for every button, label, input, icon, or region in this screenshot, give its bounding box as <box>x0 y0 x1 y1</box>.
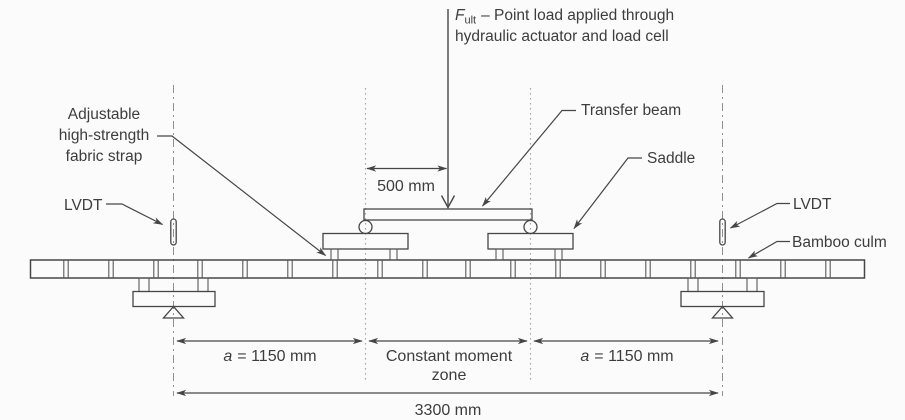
pin-triangle-right <box>711 305 734 319</box>
dim-a-right-text: a= 1150 mm <box>580 348 673 365</box>
leader-lvdt-right <box>729 202 790 229</box>
load-label-line2: hydraulic actuator and load cell <box>455 28 669 45</box>
saddle-left <box>322 232 409 261</box>
culm-nodes <box>63 260 831 278</box>
dim-moment-zone-text-line2: zone <box>432 367 467 384</box>
lvdt-rod-left <box>170 218 177 246</box>
strap-label-line3: fabric strap <box>66 148 143 165</box>
leader-bamboo-culm <box>747 240 790 259</box>
saddle-label: Saddle <box>647 150 695 167</box>
leader-lvdt-left <box>106 203 164 226</box>
roller-left <box>358 219 373 235</box>
roller-right <box>523 219 538 235</box>
pin-triangle-left <box>162 305 185 319</box>
bamboo-culm-label: Bamboo culm <box>792 234 887 251</box>
leader-fabric-strap <box>157 135 327 256</box>
support-left <box>132 277 216 319</box>
dim-500mm-text: 500 mm <box>377 178 435 195</box>
load-arrow <box>440 9 456 209</box>
lvdt-label-left: LVDT <box>64 197 103 214</box>
strap-label-line1: Adjustable <box>68 106 140 123</box>
transfer-beam-label: Transfer beam <box>581 102 681 119</box>
load-label-line1: Fult– Point load applied through <box>455 7 674 27</box>
dim-moment-zone-text-line1: Constant moment <box>386 348 513 365</box>
support-right <box>680 277 765 319</box>
leader-transfer-beam <box>481 109 576 207</box>
lvdt-rod-right <box>719 218 726 246</box>
dim-total-span-text: 3300 mm <box>415 402 482 419</box>
strap-label-line2: high-strength <box>59 127 149 144</box>
dim-a-left-text: a= 1150 mm <box>223 348 316 365</box>
bamboo-culm <box>29 259 866 279</box>
transfer-beam <box>363 208 533 221</box>
lvdt-label-right: LVDT <box>793 196 832 213</box>
saddle-right <box>487 232 574 261</box>
leader-saddle <box>573 157 642 230</box>
